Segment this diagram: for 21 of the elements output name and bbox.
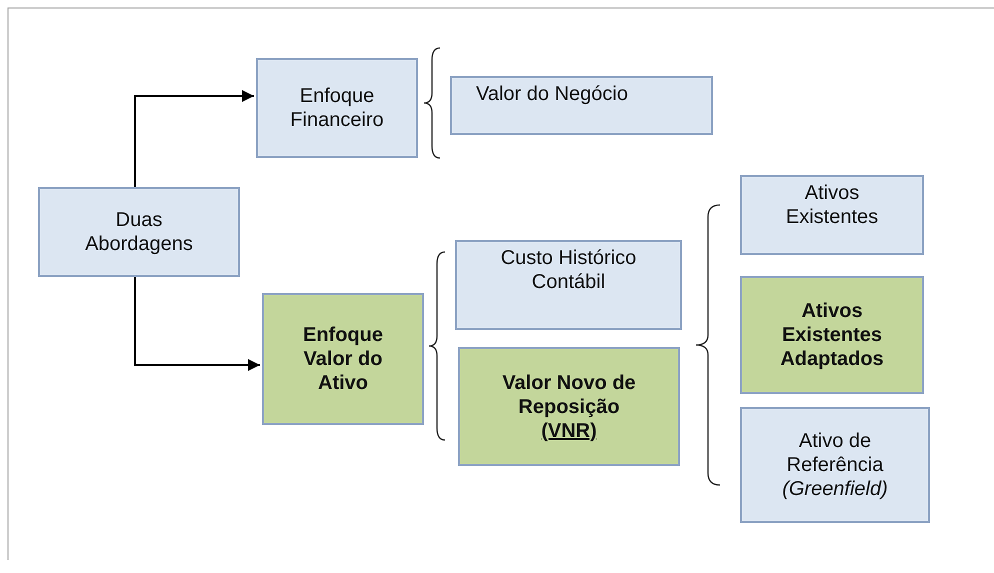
box-text: Valor Novo de Reposição [501,370,637,418]
box-text: Duas Abordagens [84,208,194,256]
concept-box [450,76,713,135]
arrow [134,277,260,371]
concept-box [740,407,930,523]
concept-box [38,187,240,277]
concept-box [455,240,682,330]
concept-box [256,58,418,158]
box-text: Ativos Existentes Adaptados [779,299,885,371]
concept-box [740,175,924,255]
highlighted-box [262,293,424,425]
highlighted-box [740,276,924,394]
box-text: Enfoque Valor do Ativo [302,323,384,395]
box-text: Enfoque Financeiro [289,84,385,132]
box-text: Custo Histórico Contábil [500,246,638,294]
arrow [134,90,254,187]
box-text: Ativo de Referência (Greenfield) [781,429,889,501]
box-text: Valor do Negócio [475,82,628,106]
box-text: Ativos Existentes [784,181,880,229]
box-subtext: (VNR) [541,418,597,442]
highlighted-box [458,347,680,466]
